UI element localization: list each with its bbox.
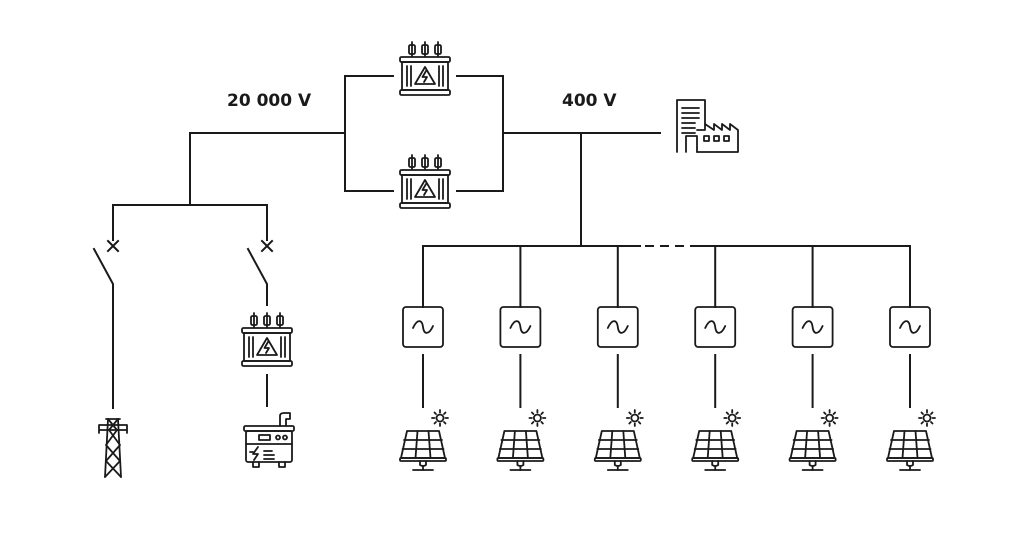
low-voltage-label: 400 V xyxy=(562,91,617,111)
solar-branch xyxy=(788,245,839,471)
circuit-breaker-icon xyxy=(246,239,274,306)
circuit-breaker-icon xyxy=(92,239,120,409)
solar-panel-icon xyxy=(691,409,742,471)
solar-branch xyxy=(886,245,936,471)
solar-panel-icon xyxy=(399,409,449,471)
high-voltage-bus xyxy=(112,75,394,206)
solar-panel-icon xyxy=(593,409,644,471)
inverter-icon xyxy=(791,306,834,348)
transformer-icon xyxy=(399,41,451,96)
generator-icon xyxy=(243,412,295,468)
factory-icon xyxy=(676,99,739,153)
grid-branch xyxy=(92,204,128,478)
solar-branch xyxy=(399,245,449,471)
transformer-icon xyxy=(241,312,293,367)
transformer-icon xyxy=(399,154,451,209)
inverter-icon xyxy=(402,306,444,348)
solar-branches xyxy=(399,245,936,471)
solar-branch xyxy=(691,245,742,471)
solar-panel-icon xyxy=(886,409,936,471)
solar-branch xyxy=(593,245,644,471)
high-voltage-label: 20 000 V xyxy=(227,91,312,111)
solar-panel-icon xyxy=(788,409,839,471)
generator-branch xyxy=(241,204,295,468)
solar-panel-icon xyxy=(496,409,547,471)
inverter-icon xyxy=(694,306,737,348)
inverter-icon xyxy=(889,306,931,348)
inverter-icon xyxy=(596,306,639,348)
low-voltage-bus xyxy=(422,75,911,247)
power-pylon-icon xyxy=(98,418,128,478)
inverter-icon xyxy=(499,306,542,348)
solar-branch xyxy=(496,245,547,471)
